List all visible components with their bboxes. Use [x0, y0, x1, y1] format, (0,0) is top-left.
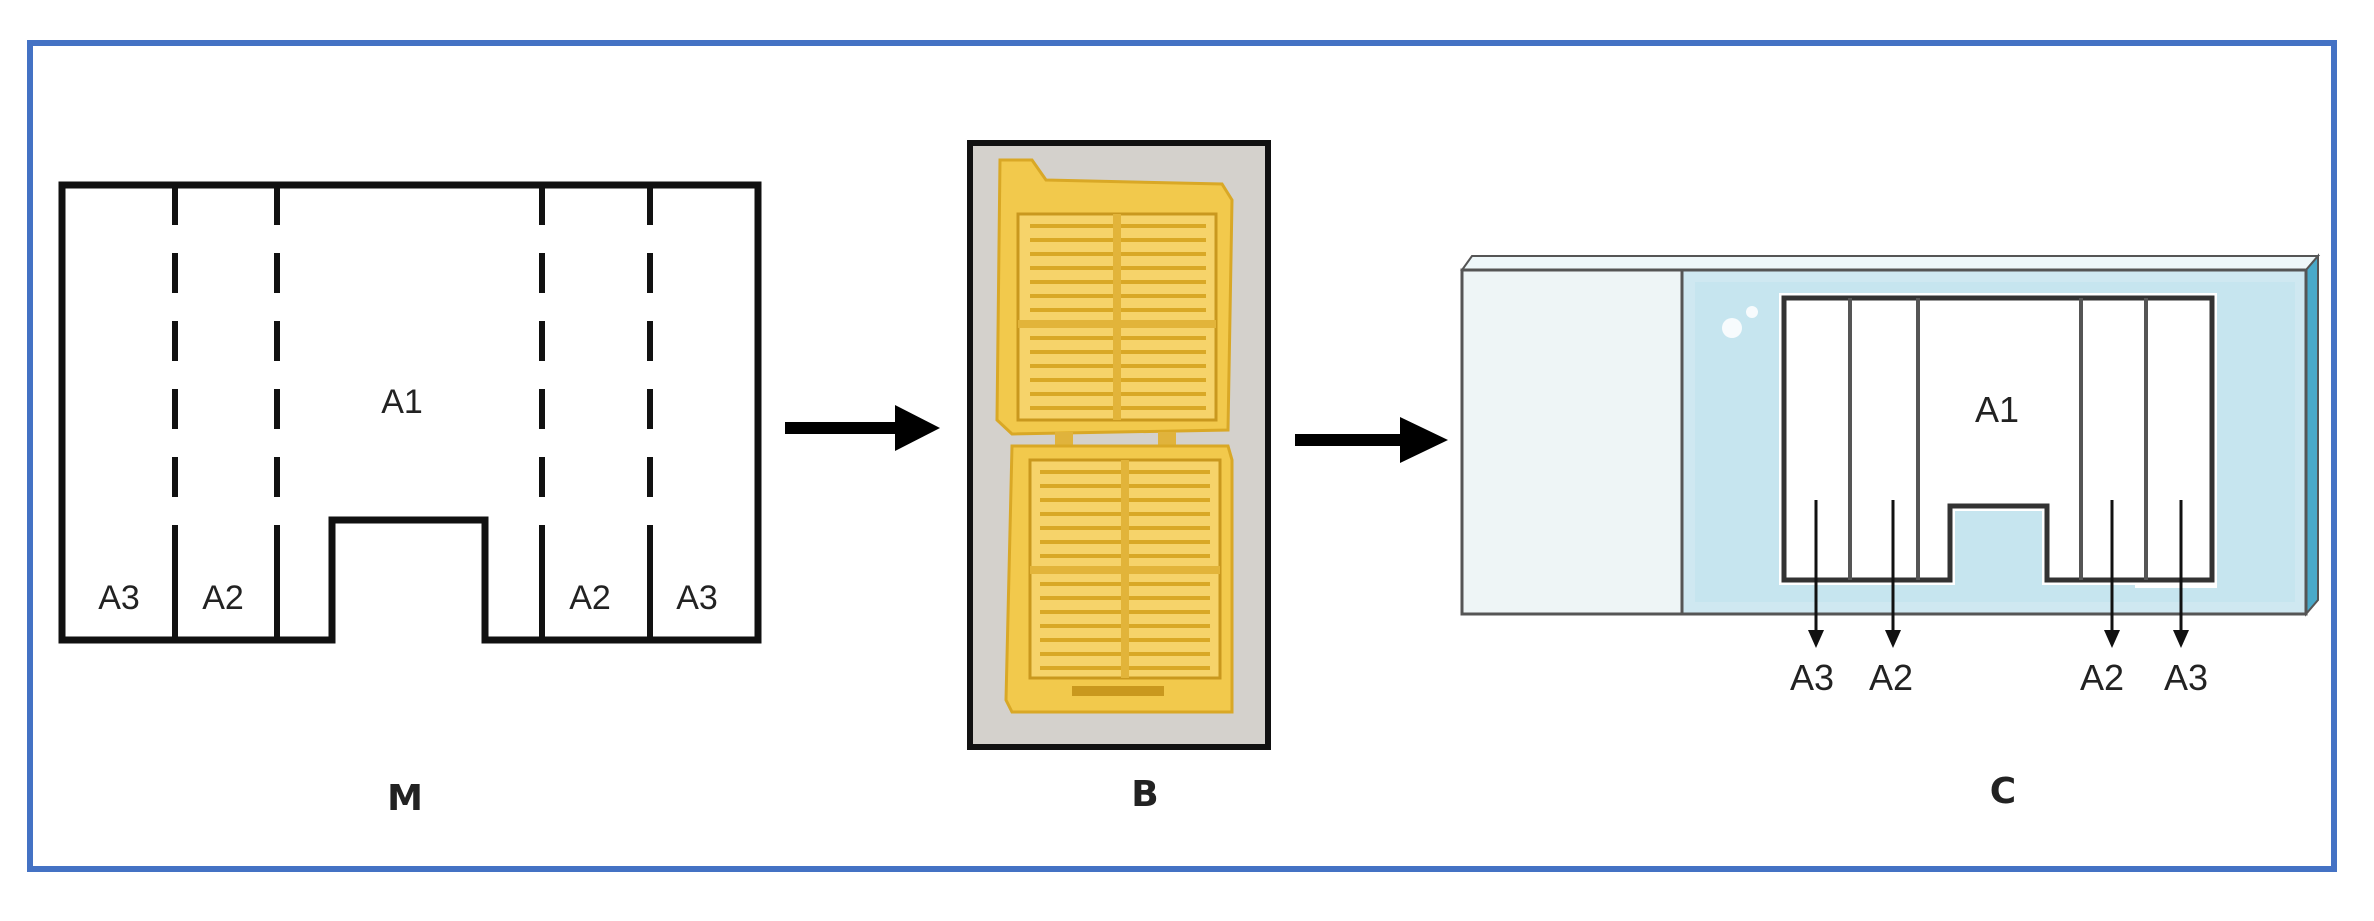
label-a2-left: A2: [1869, 657, 1913, 698]
pointer-arrows: [1808, 500, 2189, 648]
panel-m: A1 A3 A2 A2 A3 M: [58, 181, 762, 819]
section-dividers: [172, 185, 653, 640]
label-a1: A1: [381, 383, 423, 421]
caption-m: M: [387, 778, 423, 819]
label-a2-left: A2: [202, 579, 244, 617]
right-arrow-icon: [785, 405, 940, 451]
slide-top-face: [1460, 255, 2321, 271]
caption-b: B: [1131, 774, 1158, 815]
slide-side-face: [2305, 253, 2319, 617]
panel-c: A1 A3 A2 A2 A3 C: [1460, 253, 2321, 812]
label-a1: A1: [1975, 389, 2019, 430]
cassette-base: [1004, 444, 1234, 714]
label-a2-right: A2: [2080, 657, 2124, 698]
label-a3-left: A3: [98, 579, 140, 617]
label-a2-right: A2: [569, 579, 611, 617]
cassette-lid: [995, 158, 1234, 436]
right-arrow-icon: [1295, 417, 1448, 463]
slide-label-area: [1460, 268, 1684, 616]
caption-c: C: [1990, 771, 2016, 812]
label-a3-right: A3: [676, 579, 718, 617]
panel-b: B: [967, 140, 1271, 815]
label-a3-right: A3: [2164, 657, 2208, 698]
label-a3-left: A3: [1790, 657, 1834, 698]
sample-outline: [58, 181, 762, 644]
